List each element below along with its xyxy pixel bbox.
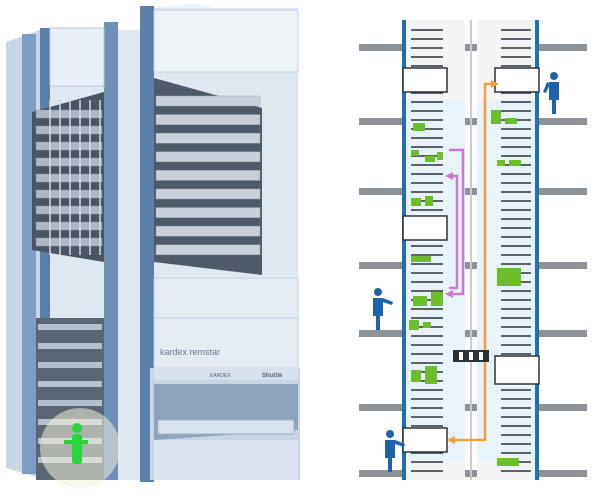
shelf-bar	[359, 404, 587, 411]
goods-box	[413, 296, 427, 306]
storage-tray	[35, 189, 103, 199]
pink-arrowhead	[445, 172, 453, 180]
storage-tray	[35, 157, 103, 167]
orange-arrowhead	[447, 436, 455, 444]
goods-box	[411, 256, 431, 262]
goods-box	[491, 110, 501, 124]
storage-tray	[155, 114, 261, 125]
goods-box	[505, 118, 517, 124]
shelf-bar	[359, 188, 587, 195]
goods-box	[431, 292, 443, 306]
storage-tray	[155, 244, 261, 256]
goods-box	[409, 320, 419, 330]
column-edge	[402, 20, 406, 480]
vertical-lift-machine: kardex remstar KARDEX Shuttle	[6, 4, 300, 488]
goods-box	[497, 268, 521, 286]
goods-box	[425, 366, 437, 384]
storage-tray	[35, 125, 103, 135]
storage-tray	[38, 400, 102, 406]
frame-post	[40, 28, 50, 480]
storage-tray	[155, 170, 261, 181]
bay-header	[154, 368, 298, 380]
tray-rows	[411, 29, 531, 472]
storage-tray	[155, 95, 261, 107]
lower-panel	[153, 277, 299, 369]
orange-arrowhead	[491, 80, 499, 88]
model-label: Shuttle	[262, 373, 283, 379]
person-icon	[543, 72, 559, 114]
goods-box	[437, 152, 443, 160]
storage-tray	[38, 381, 102, 387]
goods-box	[425, 196, 433, 206]
storage-tray	[35, 141, 103, 151]
goods-box	[411, 150, 419, 156]
highlighted-operator	[64, 423, 88, 464]
storage-tray	[35, 205, 103, 215]
storage-tray	[155, 225, 261, 237]
goods-box	[411, 370, 421, 382]
shelf-bar	[359, 470, 587, 477]
shuttle-extractor	[453, 350, 489, 362]
shelf-bar	[359, 118, 587, 125]
transfer-path-pink	[449, 148, 465, 296]
goods-box	[497, 458, 519, 466]
goods-box	[425, 156, 435, 162]
storage-tray	[155, 188, 261, 200]
storage-tray	[155, 151, 261, 163]
frame-post	[140, 6, 154, 482]
transfer-path-orange	[449, 82, 495, 442]
storage-tray	[155, 207, 261, 218]
machine-illustration: kardex remstar KARDEX Shuttle	[6, 4, 300, 488]
storage-tray	[35, 109, 103, 119]
storage-flow-diagram	[345, 0, 600, 498]
storage-trays	[35, 95, 261, 256]
pink-arrowhead	[445, 290, 453, 298]
bay-label: KARDEX	[210, 373, 231, 379]
top-panel	[153, 9, 299, 73]
bay-tray	[157, 419, 295, 435]
goods-box	[423, 322, 431, 328]
diagram-illustration	[359, 20, 587, 480]
storage-tray	[35, 173, 103, 183]
frame-post	[22, 34, 36, 474]
storage-tray	[38, 324, 102, 330]
shelf-bar	[359, 44, 587, 51]
storage-tray	[35, 237, 103, 247]
goods-box	[497, 160, 505, 166]
shelf-levels	[359, 44, 587, 477]
goods-box	[413, 123, 425, 131]
column-edge	[535, 20, 539, 480]
stored-goods	[409, 110, 521, 466]
bay-base	[154, 440, 298, 480]
goods-box	[411, 198, 421, 206]
open-tray-boxes	[402, 67, 540, 453]
frame-post	[104, 22, 118, 480]
brand-label: kardex remstar	[160, 347, 220, 357]
shelf-bar	[359, 262, 587, 269]
shelf-bar	[359, 330, 587, 337]
storage-tray	[38, 362, 102, 368]
storage-tray	[35, 221, 103, 231]
storage-tray	[155, 132, 261, 144]
person-icon	[385, 430, 405, 472]
storage-tray	[38, 343, 102, 349]
top-panel	[49, 27, 105, 87]
person-icon	[373, 288, 393, 330]
goods-box	[509, 160, 521, 166]
